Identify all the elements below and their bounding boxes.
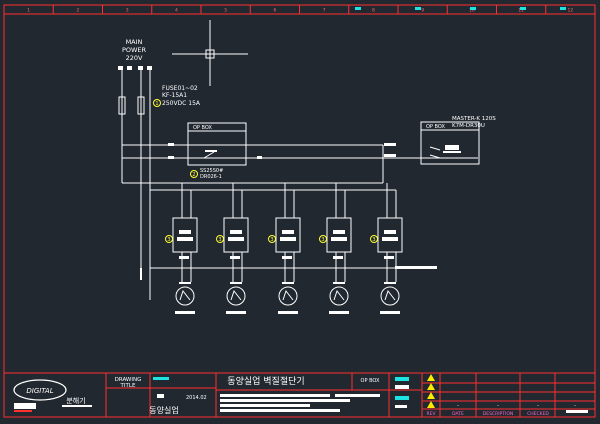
- frame-tick-label: 2: [76, 8, 79, 14]
- revision-triangle-icon: [427, 383, 435, 390]
- main-power-label: MAIN POWER 220V: [122, 38, 147, 62]
- frame-marker: [415, 7, 421, 10]
- logo-text: DIGITAL: [26, 387, 53, 395]
- op-box-left: OP BOX: [187, 122, 247, 166]
- approval-marks: [395, 377, 409, 408]
- rev-dash-1: -: [457, 403, 459, 409]
- channel-marker: 3: [372, 237, 375, 243]
- drawing-title-label-2: TITLE: [120, 383, 136, 389]
- switch-marker: 2 SS25S0# DR026-1: [190, 168, 223, 180]
- channel-1: 3: [165, 183, 198, 314]
- frame-tick-label: 12: [568, 8, 574, 14]
- channel-marker: 3: [218, 237, 221, 243]
- frame-tick-label: 8: [372, 8, 375, 14]
- frame-tick-label: 10: [469, 8, 475, 14]
- frame-tick-label: 1: [27, 8, 30, 14]
- revision-triangles: [427, 374, 435, 408]
- output-channels: 3 3 3 3 3: [150, 183, 403, 314]
- company-logo: DIGITAL 분해기: [13, 379, 92, 412]
- revision-triangle-icon: [427, 392, 435, 399]
- title-notes: [220, 394, 380, 412]
- op-box-title: OP BOX: [361, 378, 380, 384]
- company-name: 동양실업: [149, 405, 178, 415]
- main-power-line2: POWER: [122, 46, 147, 54]
- title-block: DIGITAL 분해기 DRAWING TITLE 동양실업 벽질절단기 OP …: [3, 372, 596, 418]
- switch-line1: SS25S0#: [200, 168, 223, 174]
- frame-tick-label: 3: [126, 8, 129, 14]
- plc-model-line1: MASTER-K 120S: [452, 116, 496, 122]
- revision-table-labels: REV DATE DESCRIPTION CHECKED: [426, 411, 549, 417]
- rev-label: REV: [426, 411, 436, 417]
- op-box-right: OP BOX MASTER-K 120S K7M-DR30U: [420, 116, 496, 165]
- op-box-right-label: OP BOX: [426, 124, 445, 130]
- frame-tick-label: 4: [175, 8, 178, 14]
- channel-5: 3: [370, 183, 403, 314]
- frame-tick-label: 7: [323, 8, 326, 14]
- frame-tick-label: 6: [273, 8, 276, 14]
- channel-3: 3: [268, 183, 301, 314]
- frame-tick-label: 11: [518, 8, 524, 14]
- frame-marker: [560, 7, 566, 10]
- checked-label: CHECKED: [527, 411, 549, 417]
- logo-sub: 분해기: [66, 396, 85, 405]
- power-terminals: [118, 66, 152, 70]
- fuse-line1: FUSE01~02: [162, 85, 198, 92]
- fuse-line2: KF-15A1: [162, 92, 187, 99]
- fuse-line3: 250VDC 15A: [162, 100, 201, 107]
- op-box-left-label: OP BOX: [193, 125, 212, 131]
- channel-marker: 3: [270, 237, 273, 243]
- fuse-label: FUSE01~02 KF-15A1 250VDC 15A: [162, 85, 201, 107]
- frame-marker: [355, 7, 361, 10]
- wire-tag-marks: [168, 143, 396, 159]
- switch-marker-text: 2: [192, 172, 195, 178]
- frame-marker: [470, 7, 476, 10]
- main-power-line1: MAIN: [126, 38, 143, 46]
- revision-triangle-icon: [427, 374, 435, 381]
- rev-dash-3: -: [537, 403, 539, 409]
- revision-dashes: - - - -: [457, 403, 576, 409]
- channel-2: 3: [216, 183, 249, 314]
- plc-model-line2: K7M-DR30U: [452, 123, 485, 129]
- frame-tick-label: 9: [421, 8, 424, 14]
- date-label: DATE: [452, 411, 464, 417]
- revision-triangle-icon: [427, 401, 435, 408]
- cursor-crosshair: [172, 20, 248, 86]
- channel-marker: 3: [167, 237, 170, 243]
- channel-marker: 3: [321, 237, 324, 243]
- drawing-title-label-1: DRAWING: [115, 377, 142, 383]
- channel-4: 3: [319, 183, 352, 314]
- fuse-marker-text: 1: [155, 101, 158, 107]
- description-label: DESCRIPTION: [483, 411, 513, 417]
- fuse-marker: 1: [153, 99, 161, 107]
- bus-end-marks: [140, 266, 437, 280]
- drawing-name: 동양실업 벽질절단기: [227, 375, 304, 387]
- rev-dash-2: -: [497, 403, 499, 409]
- drawing-date: 2014.02: [186, 395, 207, 401]
- frame-marker: [520, 7, 526, 10]
- switch-line2: DR026-1: [200, 174, 222, 180]
- main-power-line3: 220V: [126, 54, 143, 62]
- frame-tick-label: 5: [224, 8, 227, 14]
- rev-dash-4: -: [574, 403, 576, 409]
